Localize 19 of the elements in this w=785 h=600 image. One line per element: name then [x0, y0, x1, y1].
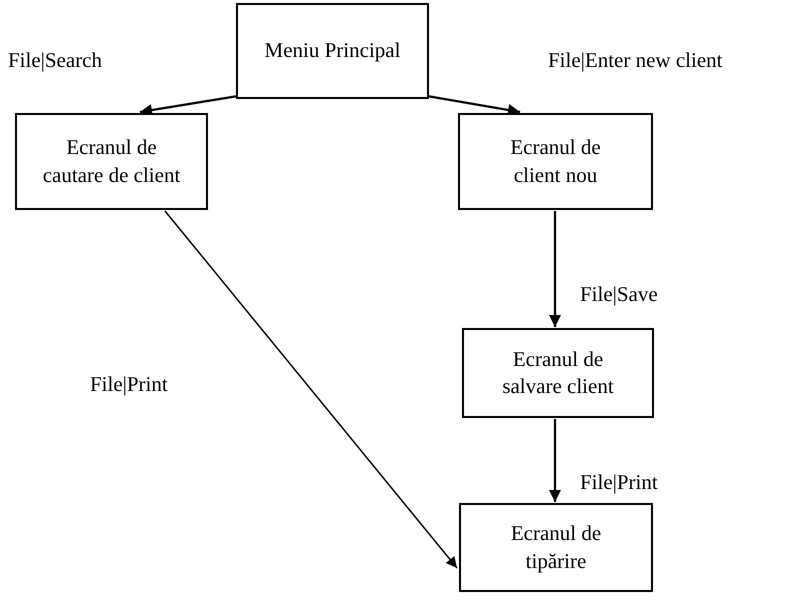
- edge-label: File|Save: [580, 282, 658, 307]
- edge-label: File|Print: [90, 372, 168, 397]
- arrow: [549, 419, 561, 502]
- process-box: [462, 328, 654, 418]
- arrow: [164, 210, 458, 568]
- node-label: Ecranul de client nou: [509, 134, 602, 188]
- process-box: [459, 503, 653, 592]
- process-box: [236, 3, 429, 99]
- node-label: Meniu Principal: [264, 37, 400, 64]
- node-label: Ecranul de cautare de client: [42, 134, 182, 188]
- node-label: Ecranul de tipărire: [510, 520, 602, 574]
- edge-label: File|Print: [580, 470, 658, 495]
- process-box: [15, 113, 208, 210]
- edge-label: File|Search: [8, 48, 102, 73]
- edge-label: File|Enter new client: [548, 48, 722, 73]
- arrow: [140, 94, 238, 116]
- node-label: Ecranul de salvare client: [501, 346, 615, 400]
- process-box: [458, 113, 653, 210]
- arrow: [549, 211, 561, 327]
